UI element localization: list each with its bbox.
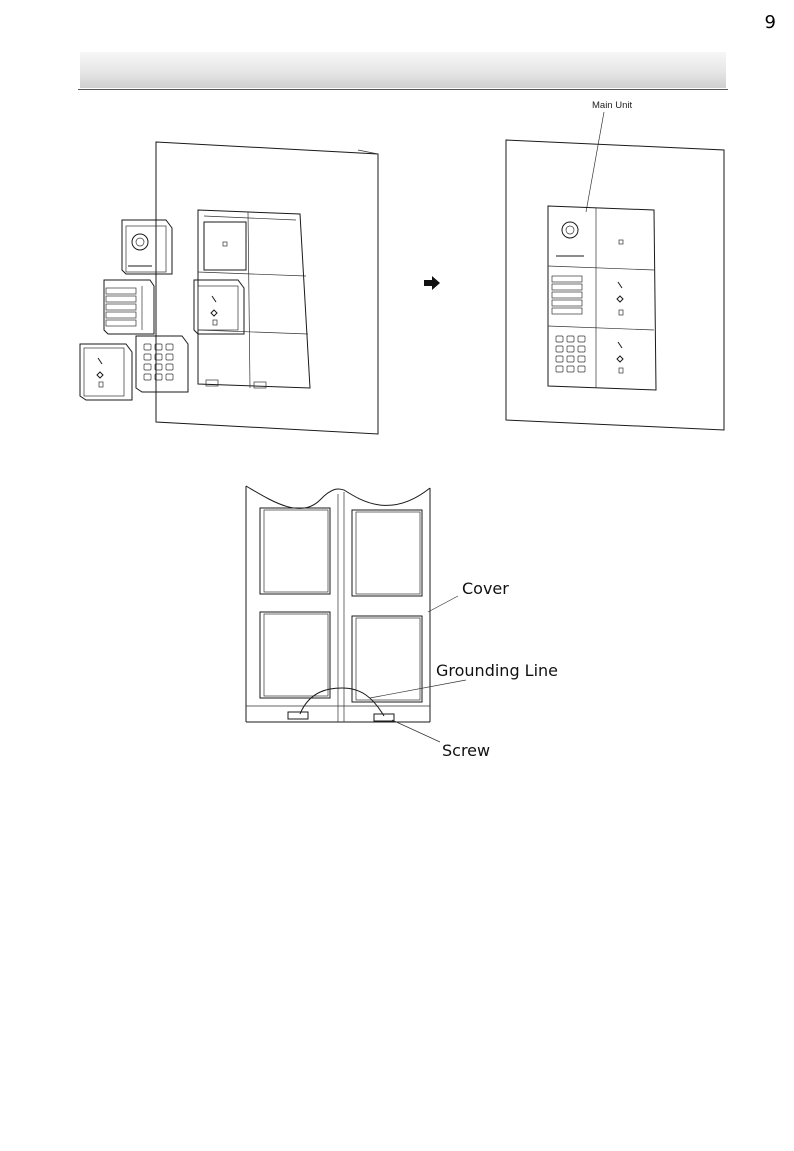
wall-panel-right xyxy=(506,140,724,430)
main-unit-label: Main Unit xyxy=(592,100,632,111)
assembled-unit xyxy=(548,206,656,390)
grounding-line-leader xyxy=(370,680,466,698)
grounding-line-label: Grounding Line xyxy=(436,661,558,680)
arrow-right-icon xyxy=(424,276,440,290)
card-module-bottom xyxy=(80,344,132,400)
button-module xyxy=(104,280,154,334)
wall-panel-left xyxy=(156,142,378,434)
screw-leader-line xyxy=(392,720,440,742)
keypad-module xyxy=(136,336,188,392)
screw-label: Screw xyxy=(442,741,490,760)
main-unit-leader-line xyxy=(586,112,604,212)
cover-frame xyxy=(246,486,430,722)
blank-module-installed xyxy=(204,222,246,270)
cover-leader-line xyxy=(428,596,458,612)
card-module-moving xyxy=(194,280,244,334)
camera-main-module xyxy=(122,220,172,274)
mounting-frame-left xyxy=(198,210,310,388)
cover-label: Cover xyxy=(462,579,509,598)
